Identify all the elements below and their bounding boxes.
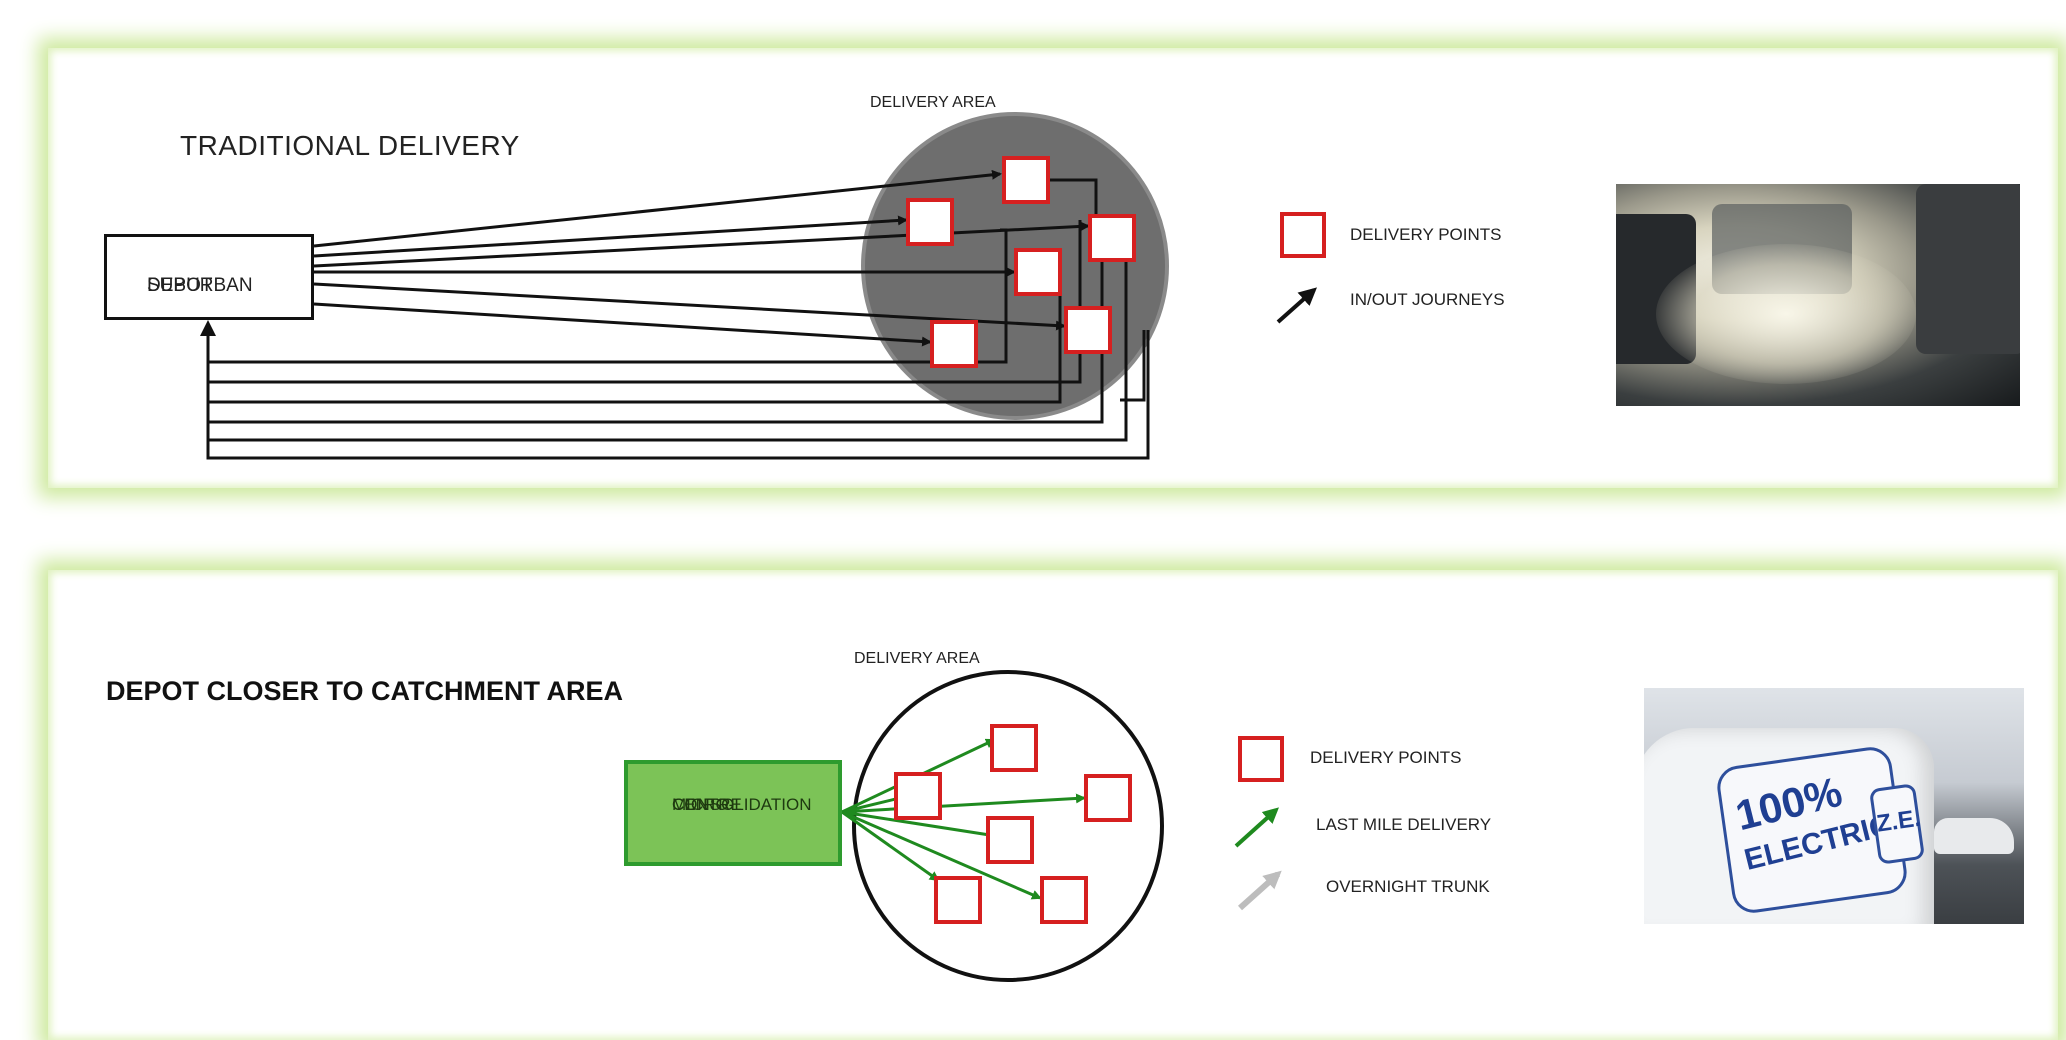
legend-journey-arrow-icon (1276, 287, 1317, 324)
centre-label-line1: MICRO- (672, 795, 735, 814)
legend-last-mile-arrow-icon (1234, 807, 1279, 848)
legend-delivery-points-label: DELIVERY POINTS (1310, 748, 1462, 767)
smoke-cloud (1656, 244, 1916, 384)
delivery-point (1064, 306, 1112, 354)
delivery-area-label: DELIVERY AREA (870, 94, 996, 111)
outbound-journey-arrows (313, 169, 1090, 347)
legend-overnight-arrow-icon (1237, 870, 1282, 911)
centre-label-line3: CENTRE (672, 795, 742, 814)
legend-delivery-points-label: DELIVERY POINTS (1350, 225, 1502, 244)
traditional-delivery-title: TRADITIONAL DELIVERY (180, 130, 520, 161)
depot-label-line1: SUBURBAN (147, 275, 253, 296)
return-journey-lines (206, 178, 1150, 460)
depot-return-arrowhead (200, 320, 216, 336)
legend-last-mile-label: LAST MILE DELIVERY (1316, 815, 1492, 834)
delivery-point (906, 198, 954, 246)
delivery-point (1002, 156, 1050, 204)
delivery-point (1088, 214, 1136, 262)
delivery-point (930, 320, 978, 368)
delivery-point (934, 876, 982, 924)
legend-delivery-point-icon (1238, 736, 1284, 782)
parked-car (1934, 818, 2014, 854)
delivery-points-top (906, 156, 1136, 368)
electric-van-photo: 100% ELECTRIC Z.E. (1644, 688, 2024, 924)
delivery-point (1040, 876, 1088, 924)
legend-journeys-label: IN/OUT JOURNEYS (1350, 290, 1505, 309)
centre-label-line2: CONSOLIDATION (672, 795, 812, 814)
van-ze-badge: Z.E. (1868, 783, 1926, 865)
delivery-point (990, 724, 1038, 772)
delivery-area-label: DELIVERY AREA (854, 650, 980, 667)
exhaust-smoke-photo (1616, 184, 2020, 406)
delivery-point (894, 772, 942, 820)
car-silhouette (1916, 184, 2020, 354)
delivery-point (986, 816, 1034, 864)
legend-delivery-point-icon (1280, 212, 1326, 258)
delivery-point (1014, 248, 1062, 296)
delivery-point (1084, 774, 1132, 822)
depot-label-line2: DEPOT (147, 275, 213, 296)
delivery-points-bottom (894, 724, 1132, 924)
closer-depot-title: DEPOT CLOSER TO CATCHMENT AREA (106, 676, 624, 706)
legend-overnight-trunk-label: OVERNIGHT TRUNK (1326, 877, 1490, 896)
